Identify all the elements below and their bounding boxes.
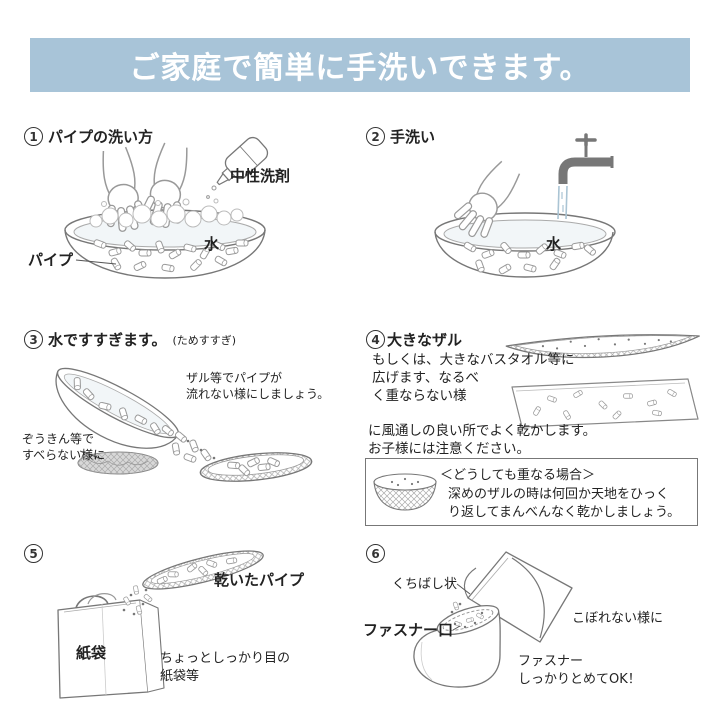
bath-towel <box>511 378 699 428</box>
label-dry-pipe: 乾いたパイプ <box>214 571 305 589</box>
step4-body-line: もしくは、大きなバスタオル等に <box>372 352 575 368</box>
label-rag-note: ぞうきん等で すべらない様に <box>22 432 106 463</box>
step-title-note: (ためすすぎ) <box>172 333 237 347</box>
note-box-heading: ＜どうしても重なる場合＞ <box>440 468 595 483</box>
step-title: パイプの洗い方 <box>48 128 154 146</box>
fastener-leader-line <box>452 625 461 631</box>
beak-leader-line <box>456 583 471 595</box>
step-1-section: 1 パイプの洗い方 <box>18 122 353 317</box>
pipe-leader-line <box>75 259 117 265</box>
note-box-line2: り返してまんべんなく乾かしましょう。 <box>448 505 681 520</box>
step2-illustration <box>434 133 616 278</box>
step4-illustration <box>373 334 700 511</box>
step-3-section: 3 水ですすぎます。 (ためすすぎ) <box>18 325 358 510</box>
step-number-badge: 2 <box>366 127 385 146</box>
page-title: ご家庭で簡単に手洗いできます。 <box>129 51 591 86</box>
rag-leader-line <box>79 450 103 460</box>
pouring-pipes <box>171 430 225 465</box>
step3-illustration <box>55 367 313 482</box>
step4-body-line: 広げます、なるべ <box>372 370 479 386</box>
paper-bag <box>57 593 165 699</box>
step-title: 水ですすぎます。 <box>48 331 167 349</box>
step-4-section: 4 大きなザル <box>360 325 705 537</box>
label-water: 水 <box>546 235 562 253</box>
step4-body-line: に風通しの良い所でよく乾かします。 <box>368 423 597 439</box>
step-number-badge: 1 <box>24 127 43 146</box>
step-title: 大きなザル <box>387 331 463 349</box>
step-6-section: 6 <box>360 540 710 718</box>
falling-pipes <box>122 585 153 616</box>
pillow-pouch <box>413 604 501 688</box>
step-2-section: 2 手洗い <box>360 122 705 317</box>
strainer <box>199 452 313 482</box>
step4-body-line: く重ならない様 <box>372 388 467 404</box>
strainer-with-pipes <box>142 550 264 590</box>
label-beak: くちばし状 <box>392 577 458 592</box>
label-water: 水 <box>204 235 220 253</box>
deep-strainer <box>373 473 437 511</box>
banner: ご家庭で簡単に手洗いできます。 <box>30 38 690 92</box>
detergent-drop <box>206 195 210 199</box>
label-no-spill: こぼれない様に <box>572 611 664 626</box>
step1-illustration <box>64 136 269 279</box>
label-bag-note: ちょっとしっかり目の 紙袋等 <box>160 651 291 684</box>
step-number-badge: 4 <box>366 330 385 349</box>
tilted-basin <box>55 367 180 449</box>
step-number-badge: 5 <box>24 544 43 563</box>
step4-body-line: お子様には注意ください。 <box>368 441 530 457</box>
step6-illustration <box>413 551 573 688</box>
label-detergent: 中性洗剤 <box>230 167 291 185</box>
label-strainer-note: ザル等でパイプが 流れない様にしましょう。 <box>186 371 330 402</box>
label-paper-bag: 紙袋 <box>76 644 107 662</box>
step-number-badge: 6 <box>366 544 385 563</box>
detergent-bottle <box>216 136 269 186</box>
step-number-badge: 3 <box>24 330 43 349</box>
step5-illustration <box>57 550 264 699</box>
overlap-note-box: ＜どうしても重なる場合＞ 深めのザルの時は何回か天地をひっく り返してまんべんな… <box>365 458 698 526</box>
step-title: 手洗い <box>390 128 436 146</box>
label-fastener-mouth: ファスナー口 <box>363 621 454 639</box>
beak-paper-bag <box>463 551 573 643</box>
label-pipe: パイプ <box>28 251 74 269</box>
bubbles <box>89 198 244 228</box>
label-fastener-ok: ファスナー しっかりとめてOK！ <box>518 654 641 687</box>
big-strainer <box>505 334 700 359</box>
step-5-section: 5 <box>18 540 358 718</box>
detergent-drop <box>211 185 217 191</box>
water-stream <box>557 185 568 220</box>
note-box-line1: 深めのザルの時は何回か天地をひっく <box>448 487 670 502</box>
faucet <box>558 133 614 184</box>
